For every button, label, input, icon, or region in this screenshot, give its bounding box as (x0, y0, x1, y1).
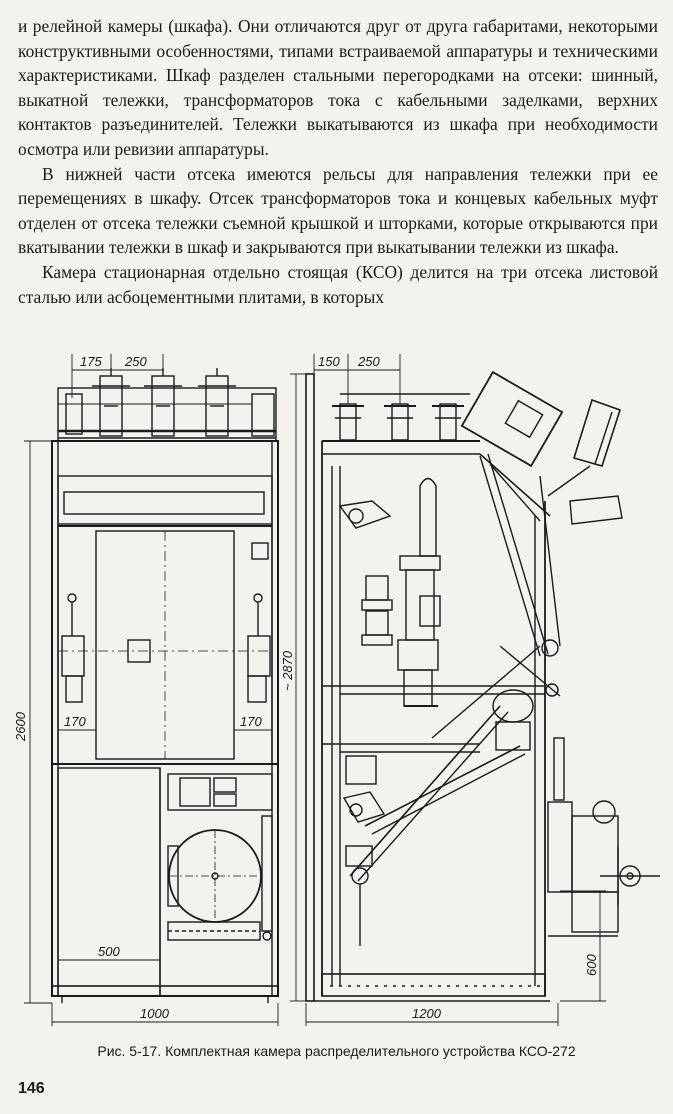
technical-drawing: 175 250 2600 170 170 500 1000 150 250 ~ … (0, 346, 673, 1036)
page-number: 146 (18, 1080, 45, 1097)
drive-motor (167, 815, 273, 941)
dim-side-top-left: 150 (318, 354, 340, 369)
side-dimension-lines (290, 354, 606, 1026)
dim-front-top-right: 250 (124, 354, 147, 369)
figure-caption: Рис. 5-17. Комплектная камера распредели… (97, 1043, 576, 1059)
current-transformers (361, 575, 393, 646)
dim-front-top-left: 175 (80, 354, 102, 369)
dim-side-bottom-right: 600 (584, 954, 599, 976)
paragraph-3: Камера стационарная отдельно стоящая (КС… (18, 261, 658, 307)
dim-side-top-right: 250 (357, 354, 380, 369)
operating-drive (547, 737, 660, 937)
dim-front-mid-left: 170 (64, 714, 86, 729)
front-view (51, 368, 279, 1003)
dim-side-width: 1200 (412, 1006, 442, 1021)
body-text: и релейной камеры (шкафа). Они отличаютс… (18, 14, 658, 309)
dim-front-height: 2600 (13, 711, 28, 742)
disconnector-poles (58, 368, 252, 437)
side-view (305, 370, 660, 1002)
upper-disconnector (460, 370, 623, 525)
drive-rods (349, 453, 561, 882)
dim-front-mid-right: 170 (240, 714, 262, 729)
paragraph-2: В нижней части отсека имеются рельсы для… (18, 163, 658, 258)
dim-front-width: 1000 (140, 1006, 170, 1021)
front-dimension-lines (24, 354, 279, 1026)
dimension-labels: 175 250 2600 170 170 500 1000 150 250 ~ … (13, 354, 599, 1021)
dim-front-bottom-inner: 500 (98, 944, 120, 959)
paragraph-1: и релейной камеры (шкафа). Они отличаютс… (18, 16, 658, 159)
dim-side-height: ~ 2870 (280, 650, 295, 691)
drawing-svg: 175 250 2600 170 170 500 1000 150 250 ~ … (13, 354, 660, 1026)
bus-insulators (332, 393, 470, 441)
bushing-assembly (338, 477, 441, 707)
